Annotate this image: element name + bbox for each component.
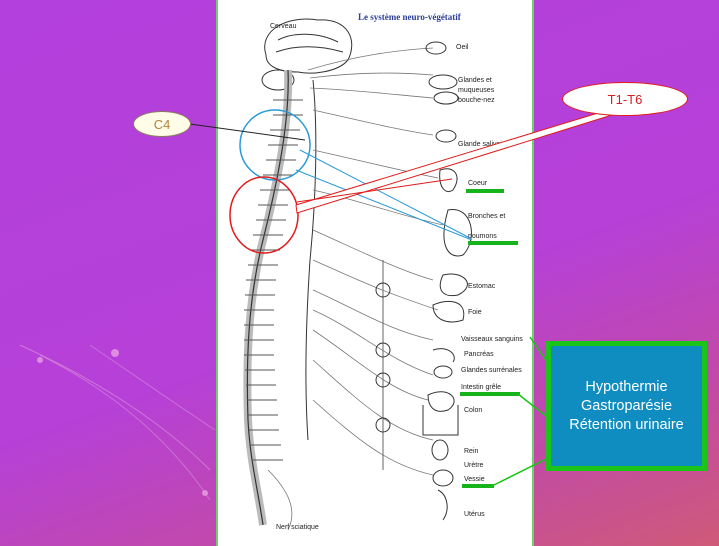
t1-t6-pointer-wedge	[296, 113, 612, 213]
c4-leader-line	[190, 124, 305, 140]
symptoms-callout: Hypothermie Gastroparésie Rétention urin…	[546, 341, 707, 471]
c4-label: C4	[133, 111, 191, 137]
callout-line-gastroparesis: Gastroparésie	[581, 397, 672, 416]
t1-t6-label: T1-T6	[562, 82, 688, 116]
callout-line-urinary-retention: Rétention urinaire	[569, 416, 683, 435]
t1-t6-region-circle	[230, 177, 298, 253]
green-pointer-intestine	[518, 394, 546, 416]
c4-region-circle	[240, 110, 310, 180]
callout-line-hypothermia: Hypothermie	[585, 378, 667, 397]
